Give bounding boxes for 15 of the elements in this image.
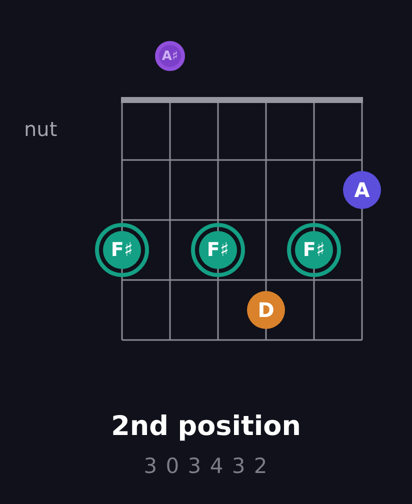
note-marker xyxy=(247,291,285,329)
note-marker xyxy=(95,223,149,277)
note-name: D xyxy=(256,297,276,324)
note-marker xyxy=(287,223,341,277)
note-marker xyxy=(155,41,185,71)
note-marker xyxy=(191,223,245,277)
fret-label: nut xyxy=(24,117,58,141)
note-name: F♯ xyxy=(110,238,134,263)
note-marker xyxy=(343,171,381,209)
note-name: F♯ xyxy=(302,238,326,263)
note-name: F♯ xyxy=(206,238,230,263)
chord-title: 2nd position xyxy=(110,411,302,442)
fret-numbers: 3 0 3 4 3 2 xyxy=(142,454,270,478)
note-name: A♯ xyxy=(160,48,180,66)
note-name: A xyxy=(353,177,371,204)
